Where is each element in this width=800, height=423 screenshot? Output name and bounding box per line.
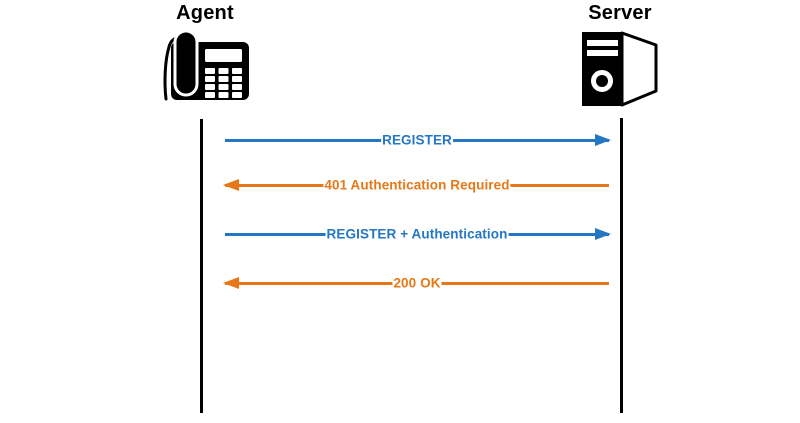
participant-agent: Agent [143, 0, 267, 107]
arrowhead-icon [595, 227, 611, 240]
participant-server: Server [558, 0, 682, 113]
arrowhead-icon [223, 178, 239, 191]
message-label: REGISTER + Authentication [325, 226, 509, 242]
arrowhead-icon [595, 133, 611, 146]
participant-server-label: Server [588, 2, 652, 24]
message-label: 200 OK [392, 275, 442, 291]
desk-phone-icon [159, 29, 251, 107]
message-label: REGISTER [381, 132, 453, 148]
lifeline-agent [200, 119, 203, 413]
lifeline-server [620, 118, 623, 413]
message-label: 401 Authentication Required [323, 177, 511, 193]
server-tower-icon [580, 30, 660, 113]
arrowhead-icon [223, 276, 239, 289]
participant-agent-label: Agent [176, 2, 234, 24]
